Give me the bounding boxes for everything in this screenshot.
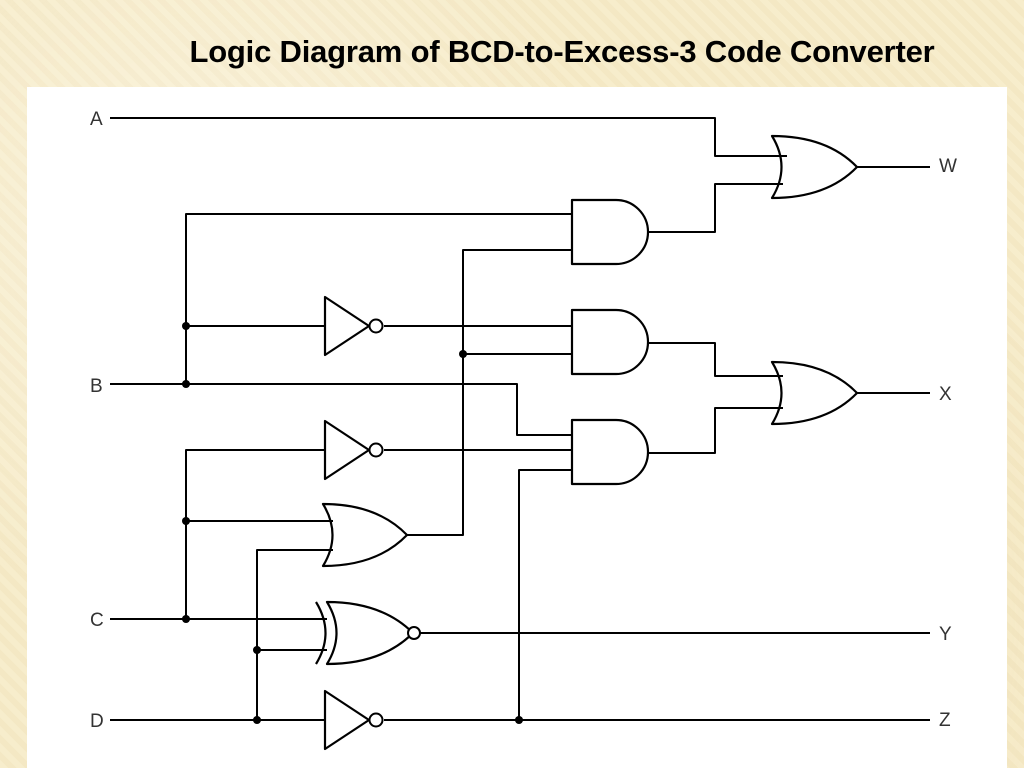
output-label-x: X (939, 384, 952, 405)
wire-and2-out (648, 342, 783, 377)
wire-and1-out (648, 183, 783, 233)
xnor-gate (315, 600, 421, 666)
junction-dot (182, 517, 190, 525)
logic-diagram: A B C D W X Y Z (90, 109, 957, 751)
wire-and3-out (648, 407, 783, 454)
junction-dot (182, 615, 190, 623)
not-gate-d (323, 689, 384, 751)
wire-c-trunk (185, 449, 325, 619)
output-label-y: Y (939, 624, 952, 645)
input-label-b: B (90, 376, 103, 397)
input-label-c: C (90, 610, 104, 631)
not-gate-b (323, 295, 384, 357)
junction-dot (253, 646, 261, 654)
junction-dot (459, 350, 467, 358)
junction-dot (182, 322, 190, 330)
wire-cd-out (407, 249, 572, 536)
and-gate-1 (570, 198, 650, 266)
input-label-d: D (90, 711, 104, 732)
junction-dot (515, 716, 523, 724)
output-label-z: Z (939, 710, 951, 731)
wire-d-trunk (256, 549, 333, 720)
or-gate-cd (321, 502, 409, 568)
slide-title: Logic Diagram of BCD-to-Excess-3 Code Co… (189, 34, 935, 69)
diagram-panel: A B C D W X Y Z (27, 87, 1007, 768)
or-gate-x (770, 360, 859, 426)
input-label-a: A (90, 109, 103, 130)
or-gate-w (770, 134, 859, 200)
and-gate-3 (570, 418, 650, 486)
wire-a (110, 117, 787, 157)
and-gate-2 (570, 308, 650, 376)
wire-b-trunk (185, 213, 572, 384)
wire-b (110, 383, 572, 436)
output-label-w: W (939, 156, 957, 177)
junction-dot (253, 716, 261, 724)
not-gate-c (323, 419, 384, 481)
wire-dbar-to-and3 (518, 469, 572, 720)
junction-dot (182, 380, 190, 388)
